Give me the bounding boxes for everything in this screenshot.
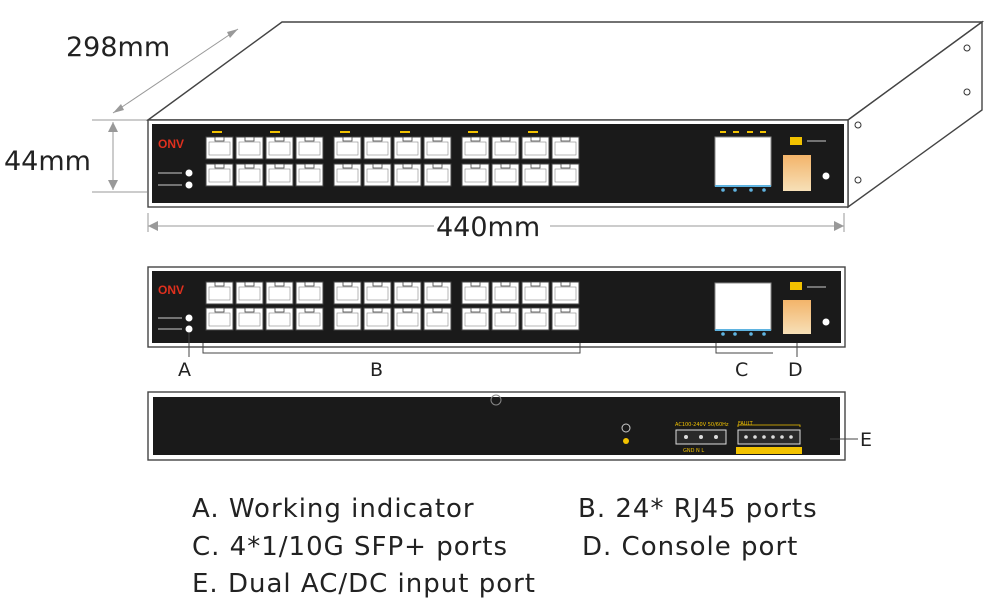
height-dimension (92, 122, 147, 193)
switch-3d-view: ONV (145, 20, 985, 209)
console-port (783, 137, 830, 191)
working-indicator (158, 169, 193, 189)
dc-input-terminal (736, 424, 802, 454)
fault-label: FAULT (738, 421, 754, 427)
width-label: 440mm (436, 212, 540, 243)
switch-rear-view: AC100-240V 50/60Hz GND N L FAULT (147, 391, 846, 461)
callout-a: A (178, 359, 191, 381)
legend-a: A. Working indicator (192, 494, 475, 524)
switch-front-view: ONV (147, 266, 846, 348)
brand-logo: ONV (158, 137, 184, 151)
terminal-labels: GND N L (683, 448, 704, 454)
legend-b: B. 24* RJ45 ports (578, 494, 818, 524)
console-port-front (783, 282, 830, 334)
callout-c: C (735, 359, 748, 381)
depth-label: 298mm (66, 32, 170, 63)
callout-d: D (788, 359, 803, 381)
working-indicator-front (158, 314, 193, 333)
legend-e: E. Dual AC/DC input port (192, 569, 536, 599)
sfp-ports-front (714, 282, 772, 336)
brand-logo-front: ONV (158, 283, 184, 297)
power-rating-label: AC100-240V 50/60Hz (675, 422, 729, 428)
height-label: 44mm (4, 146, 91, 177)
callout-e: E (860, 429, 872, 451)
callout-b: B (370, 359, 383, 381)
depth-dimension (92, 28, 239, 121)
callout-lines-front (188, 333, 798, 357)
legend-c: C. 4*1/10G SFP+ ports (192, 532, 509, 562)
sfp-ports (714, 131, 772, 192)
legend-d: D. Console port (582, 532, 799, 562)
ac-input-terminal (675, 429, 727, 445)
